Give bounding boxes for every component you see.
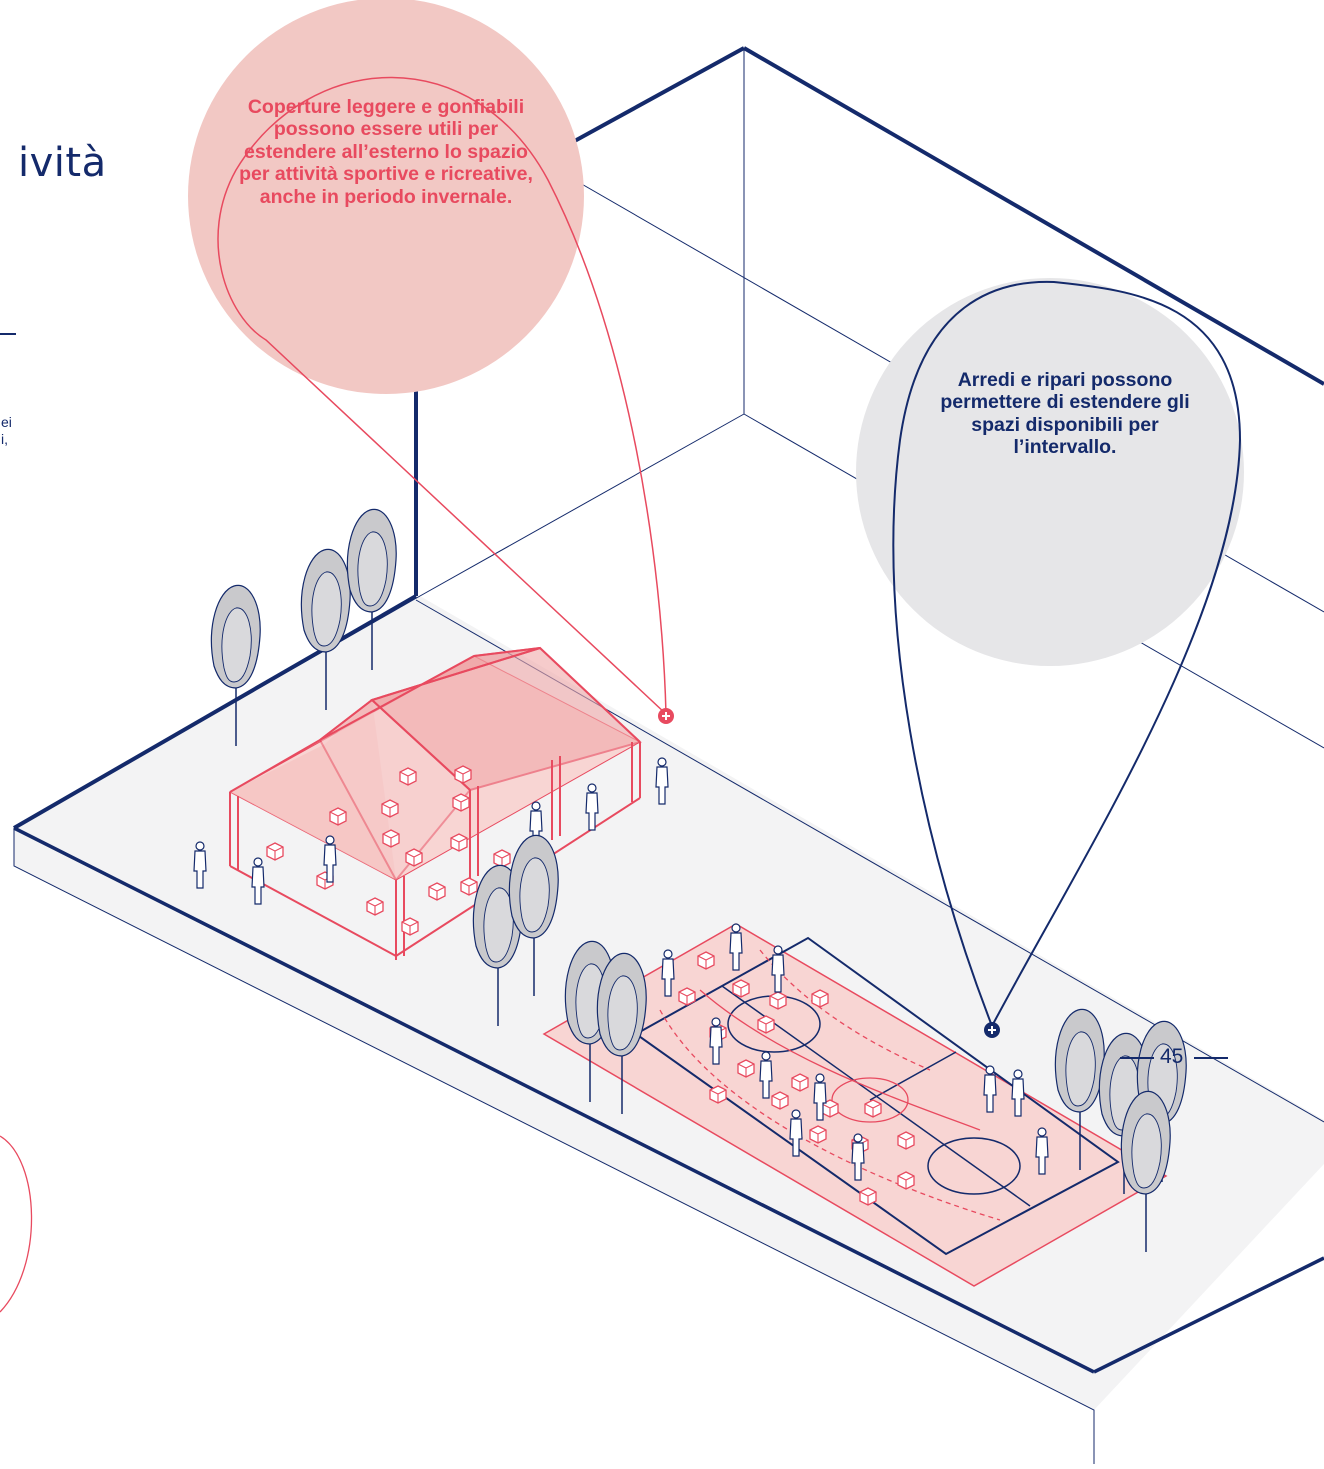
callout-furniture-text: Arredi e ripari possono permettere di es… bbox=[940, 369, 1190, 459]
page-title-fragment: ività bbox=[18, 140, 107, 186]
body-text-fragment-2: i, bbox=[1, 431, 8, 447]
body-text-fragment-1: ei bbox=[1, 414, 12, 430]
edge-arc bbox=[0, 1135, 33, 1313]
page-number: 45 bbox=[1160, 1045, 1184, 1068]
sports-court bbox=[542, 923, 1168, 1287]
callout-covers-bubble bbox=[188, 0, 674, 724]
callout-furniture-bubble bbox=[856, 278, 1244, 1038]
callout-covers-text: Coperture leggere e gonfiabili possono e… bbox=[239, 96, 533, 208]
pavilion bbox=[228, 646, 642, 960]
